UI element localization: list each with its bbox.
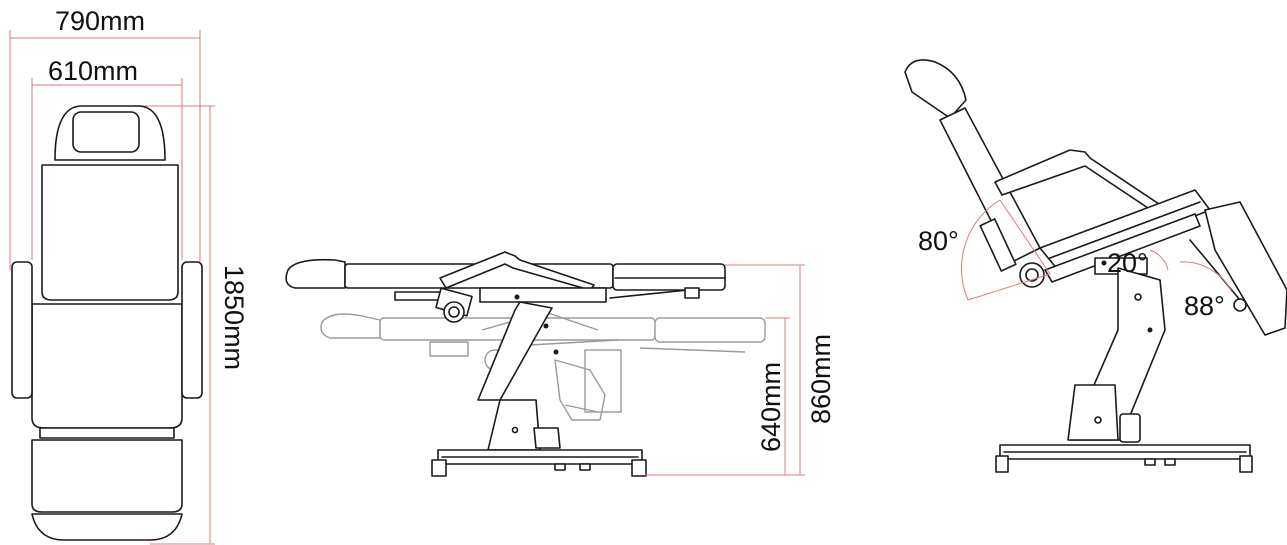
seat-angle-label: 20°: [1107, 248, 1148, 278]
top-view: 790mm 610mm 1850mm: [9, 6, 249, 545]
leg-rest: [31, 439, 183, 513]
seat: [31, 303, 183, 429]
ghost-chair-lowest: [320, 311, 766, 421]
leg-angle-label: 88°: [1184, 291, 1225, 321]
top-view-dimension-lines: [9, 30, 215, 545]
length-label: 1850mm: [219, 265, 249, 370]
seat-width-label: 610mm: [48, 56, 138, 86]
min-height-label: 640mm: [756, 362, 786, 452]
top-view-chair: [11, 105, 203, 541]
side-view-dimension-lines: [645, 264, 805, 476]
leg-joint: [39, 427, 175, 439]
overall-width-label: 790mm: [55, 6, 145, 36]
tilt-angle-arcs: [961, 199, 1233, 301]
right-armrest: [181, 261, 203, 399]
tilted-chair: [904, 59, 1287, 473]
headrest-pad: [72, 111, 140, 153]
max-height-label: 860mm: [806, 334, 836, 424]
main-chair-highest: [285, 251, 726, 477]
backrest-angle-label: 80°: [918, 226, 959, 256]
tilt-view: 80° 20° 88°: [904, 59, 1287, 473]
side-view: 640mm 860mm: [285, 251, 836, 477]
foot-rest: [31, 513, 183, 541]
backrest: [41, 164, 179, 301]
left-armrest: [11, 261, 33, 399]
